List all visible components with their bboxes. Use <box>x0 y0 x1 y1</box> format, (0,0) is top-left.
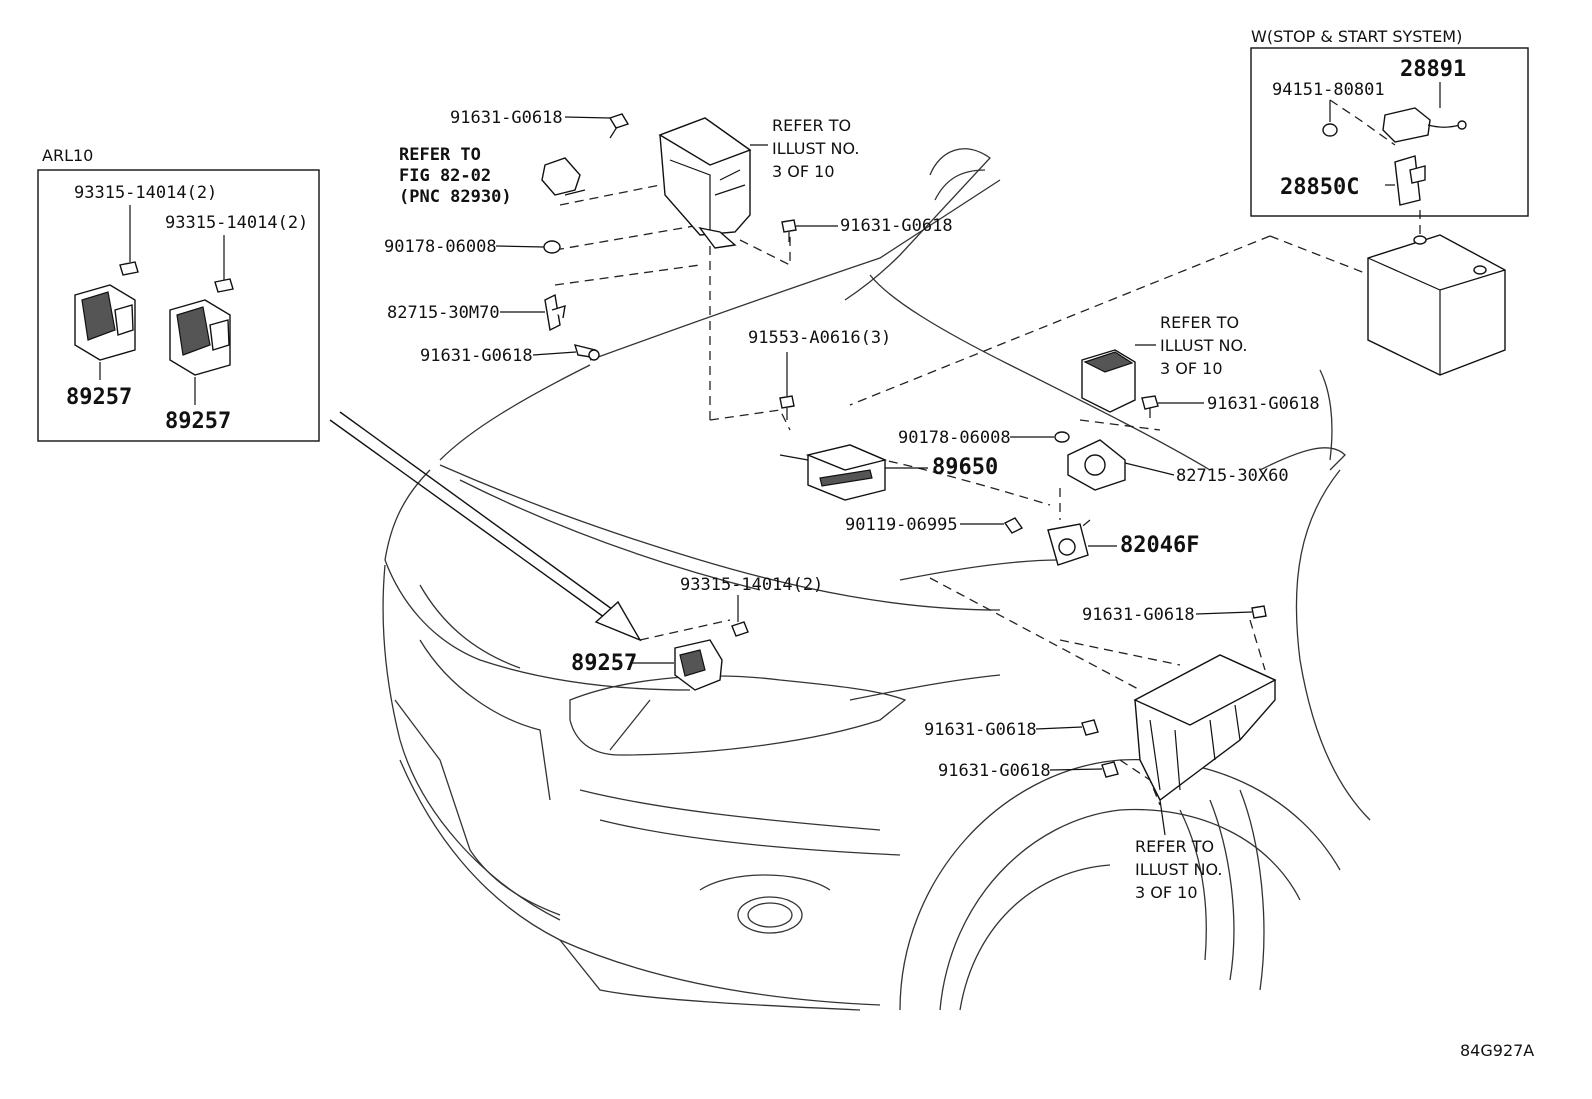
svg-text:REFER TO: REFER TO <box>772 116 851 135</box>
inset-stop-start: W(STOP & START SYSTEM) 28891 94151-80801… <box>1250 27 1529 217</box>
label-nut-right: 90178-06008 <box>898 428 1011 448</box>
svg-text:3 OF 10: 3 OF 10 <box>772 162 835 181</box>
stop-start-bracket-icon <box>1394 155 1426 206</box>
svg-text:REFER TO: REFER TO <box>1160 313 1239 332</box>
upper-junction-block <box>658 117 752 249</box>
bolt-center-top-icon <box>781 219 797 242</box>
label-bolts-center: 91553-A0616(3) <box>748 328 891 348</box>
note-refer-illust-mid: REFER TO ILLUST NO. 3 OF 10 <box>1135 313 1247 378</box>
junction-block-lower-right <box>1133 654 1277 802</box>
stop-start-sensor-icon <box>1382 107 1467 143</box>
svg-text:ILLUST NO.: ILLUST NO. <box>1160 336 1247 355</box>
label-bolt-left: 91631-G0618 <box>420 346 533 366</box>
label-bracket-left: 82715-30M70 <box>387 303 500 323</box>
svg-text:3 OF 10: 3 OF 10 <box>1135 883 1198 902</box>
figure-code: 84G927A <box>1460 1041 1534 1060</box>
label-bolt-lower-2: 91631-G0618 <box>938 761 1051 781</box>
inset-arl10: ARL10 93315-14014(2) 93315-14014(2) 8925… <box>37 146 320 442</box>
label-bracket-right: 82715-30X60 <box>1176 466 1289 486</box>
junction-block-right-top <box>1081 349 1136 413</box>
note-refer-fig: REFER TO FIG 82-02 (PNC 82930) <box>399 145 512 207</box>
label-ecu-center: 89650 <box>932 455 998 480</box>
bolt-right-upper-icon <box>1141 395 1159 418</box>
svg-text:3 OF 10: 3 OF 10 <box>1160 359 1223 378</box>
label-screw-front: 93315-14014(2) <box>680 575 823 595</box>
bracket-left-icon <box>544 293 566 332</box>
label-bolt-right-mid: 90119-06995 <box>845 515 958 535</box>
bolt-right-mid-icon <box>1003 517 1024 534</box>
svg-text:REFER TO: REFER TO <box>399 145 481 165</box>
arl10-screw-right-icon <box>214 278 234 293</box>
svg-text:REFER TO: REFER TO <box>1135 837 1214 856</box>
svg-text:(PNC 82930): (PNC 82930) <box>399 187 512 207</box>
locator-arrow <box>329 411 642 642</box>
assembly-dashed-lines <box>554 99 1421 806</box>
label-module-front: 89257 <box>571 651 637 676</box>
bolt-left-icon <box>573 344 600 361</box>
arl10-screw-right-label: 93315-14014(2) <box>165 213 308 233</box>
stop-start-bracket-label: 28850C <box>1280 175 1359 200</box>
center-ecu-icon <box>779 444 888 501</box>
arl10-part-left-label: 89257 <box>66 385 132 410</box>
svg-text:ILLUST NO.: ILLUST NO. <box>1135 860 1222 879</box>
bolt-lower-2-icon <box>1101 761 1119 778</box>
reference-notes: REFER TO FIG 82-02 (PNC 82930) REFER TO … <box>399 116 1247 902</box>
part-labels: 91631-G0618 90178-06008 82715-30M70 9163… <box>384 108 1320 781</box>
inset-arl10-title: ARL10 <box>42 146 93 165</box>
bolt-lower-1-icon <box>1081 719 1099 736</box>
note-refer-illust-bottom: REFER TO ILLUST NO. 3 OF 10 <box>1135 799 1222 902</box>
stop-start-nut-label: 94151-80801 <box>1272 80 1385 100</box>
label-bolt-lower-1: 91631-G0618 <box>924 720 1037 740</box>
bolt-center-icon <box>779 395 795 420</box>
note-refer-illust-top: REFER TO ILLUST NO. 3 OF 10 <box>750 116 859 181</box>
label-bolt-lower-right: 91631-G0618 <box>1082 605 1195 625</box>
bracket-mid-icon <box>1047 523 1089 566</box>
nut-right-icon <box>1054 431 1070 443</box>
stop-start-sensor-label: 28891 <box>1400 57 1466 82</box>
nut-left-icon <box>543 240 561 254</box>
car-body-outline <box>382 148 1371 1011</box>
arl10-module-left-icon <box>74 284 136 361</box>
svg-text:FIG 82-02: FIG 82-02 <box>399 166 491 186</box>
svg-text:ILLUST NO.: ILLUST NO. <box>772 139 859 158</box>
front-module-icon <box>674 639 723 691</box>
bolt-top-icon <box>608 113 630 139</box>
label-nut-left: 90178-06008 <box>384 237 497 257</box>
inset-stop-start-title: W(STOP & START SYSTEM) <box>1251 27 1462 46</box>
label-bolt-right-upper: 91631-G0618 <box>1207 394 1320 414</box>
screw-front-icon <box>731 621 749 637</box>
label-bracket-mid: 82046F <box>1120 533 1199 558</box>
label-bolt-top: 91631-G0618 <box>450 108 563 128</box>
stop-start-nut-icon <box>1322 123 1338 137</box>
arl10-part-right-label: 89257 <box>165 409 231 434</box>
label-bolt-center-top: 91631-G0618 <box>840 216 953 236</box>
relay-small <box>541 157 586 196</box>
bracket-right-icon <box>1067 439 1126 491</box>
arl10-screw-left-icon <box>119 261 139 276</box>
bolt-lower-right-icon <box>1251 605 1267 619</box>
battery-icon <box>1367 234 1506 376</box>
arl10-screw-left-label: 93315-14014(2) <box>74 183 217 203</box>
arl10-module-right-icon <box>169 299 231 376</box>
